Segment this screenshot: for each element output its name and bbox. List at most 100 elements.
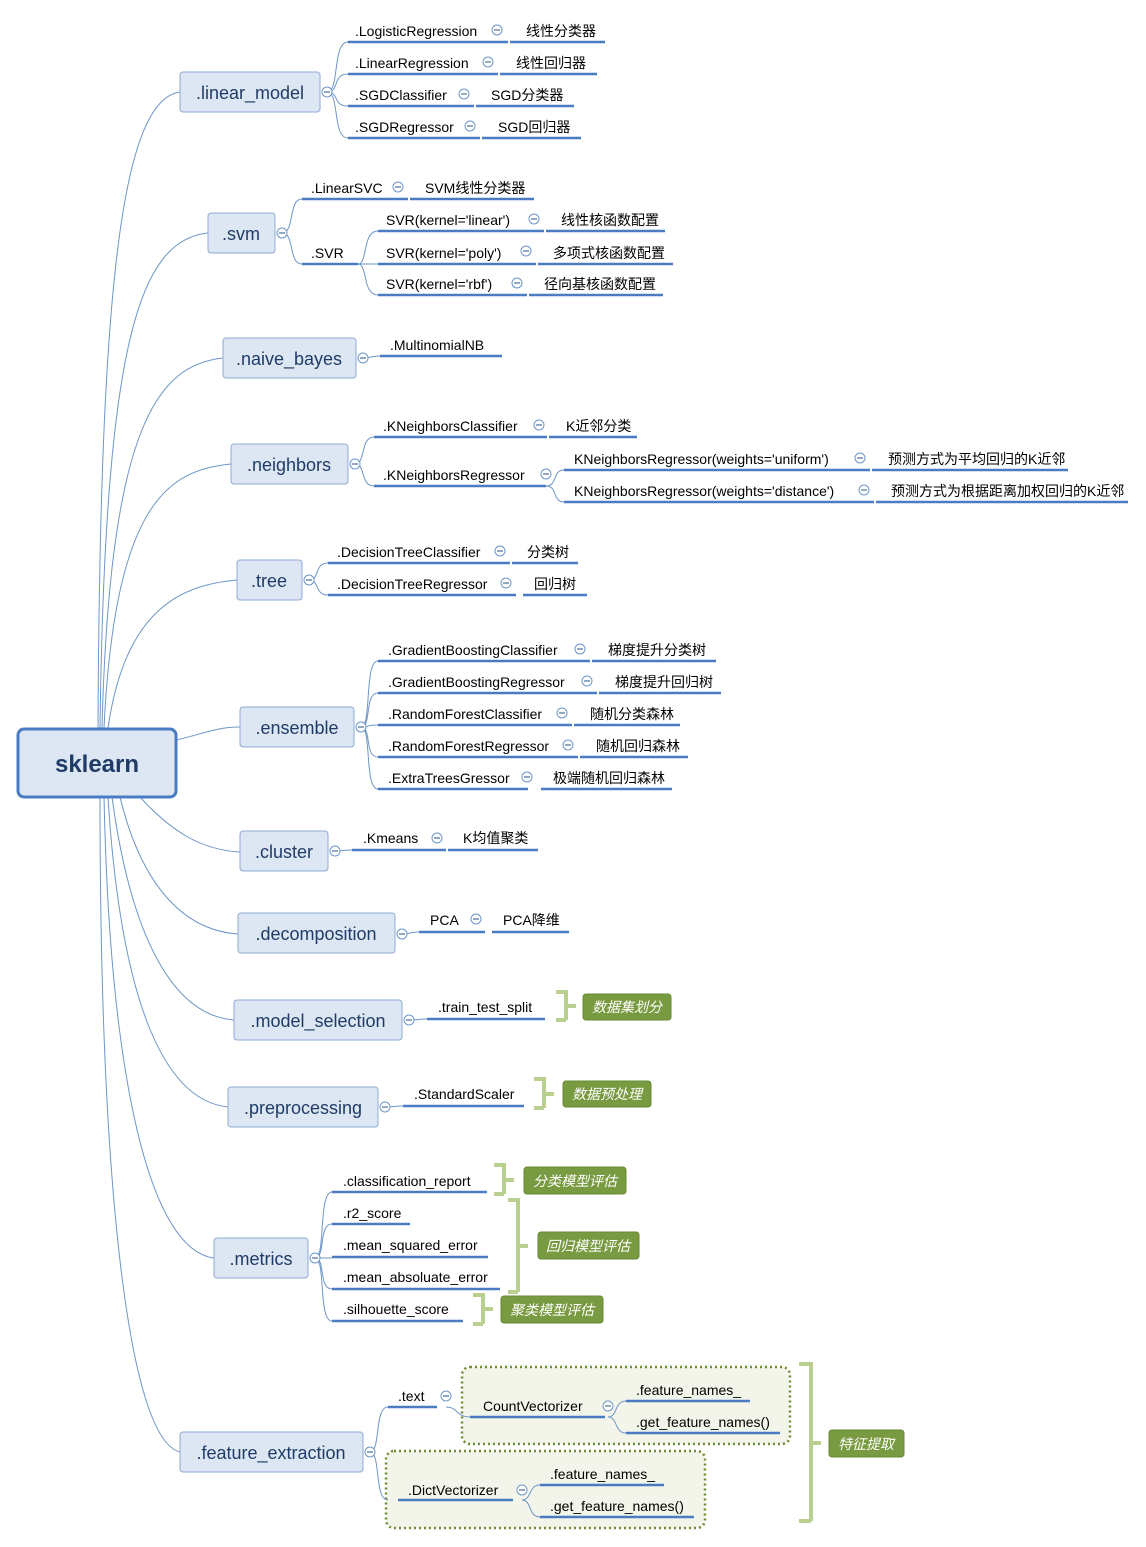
leaf-desc: K均值聚类 (463, 830, 528, 846)
collapse-icon[interactable] (431, 832, 443, 844)
collapse-icon[interactable] (482, 56, 494, 68)
summary-bracket (534, 1077, 554, 1110)
module-label: .linear_model (196, 83, 304, 104)
summary-tag-label: 回归模型评估 (546, 1239, 632, 1255)
module-label: .decomposition (255, 924, 376, 944)
branch-metrics: .metrics .classification_report .r2_scor… (213, 1163, 640, 1326)
branch-tree: .tree .DecisionTreeClassifier 分类树 .Decis… (236, 544, 587, 601)
summary-tag[interactable] (500, 1295, 604, 1324)
collapse-icon[interactable] (516, 1484, 528, 1496)
summary-tag-label: 特征提取 (838, 1437, 896, 1453)
summary-tag-label: 数据集划分 (592, 1000, 664, 1016)
module-node-metrics[interactable] (213, 1237, 309, 1279)
summary-tag-label: 分类模型评估 (533, 1174, 619, 1190)
collapse-icon[interactable] (396, 928, 408, 940)
summary-tag[interactable] (828, 1429, 905, 1458)
collapse-icon[interactable] (491, 24, 503, 36)
collapse-icon[interactable] (321, 86, 333, 98)
branch-model-selection: .model_selection .train_test_split 数据集划分 (233, 990, 672, 1041)
collapse-icon[interactable] (403, 1014, 415, 1026)
collapse-icon[interactable] (329, 845, 341, 857)
module-node-model-selection[interactable] (233, 999, 403, 1041)
module-node-linear-model[interactable] (179, 71, 321, 113)
module-node-svm[interactable] (207, 212, 276, 254)
collapse-icon[interactable] (276, 227, 288, 239)
collapse-icon[interactable] (521, 771, 533, 783)
root-node[interactable]: sklearn (16, 727, 178, 799)
leaf-label: .classification_report (343, 1173, 471, 1189)
collapse-icon[interactable] (364, 1446, 376, 1458)
module-node-naive-bayes[interactable] (222, 337, 357, 379)
leaf-label: .text (398, 1388, 425, 1404)
leaf-label: .train_test_split (438, 999, 532, 1015)
collapse-icon[interactable] (511, 277, 523, 289)
leaf-label: .mean_squared_error (343, 1237, 478, 1253)
leaf-label: .RandomForestClassifier (388, 706, 542, 722)
collapse-icon[interactable] (854, 452, 866, 464)
collapse-icon[interactable] (528, 213, 540, 225)
collapse-icon[interactable] (494, 545, 506, 557)
collapse-icon[interactable] (303, 574, 315, 586)
collapse-icon[interactable] (309, 1252, 321, 1264)
module-node-decomposition[interactable] (237, 912, 396, 954)
collapse-icon[interactable] (500, 577, 512, 589)
leaf-desc: K近邻分类 (566, 418, 631, 434)
collapse-icon[interactable] (392, 181, 404, 193)
leaf-label: .LogisticRegression (355, 23, 477, 39)
summary-tag[interactable] (523, 1166, 627, 1195)
collapse-icon[interactable] (470, 913, 482, 925)
leaf-label: .LinearRegression (355, 55, 469, 71)
module-node-preprocessing[interactable] (227, 1086, 379, 1128)
branch-neighbors: .neighbors .KNeighborsClassifier K近邻分类 .… (230, 418, 1128, 504)
leaf-label: .Kmeans (363, 830, 418, 846)
module-node-ensemble[interactable] (239, 706, 355, 748)
leaf-label: .mean_absoluate_error (343, 1269, 488, 1285)
leaf-label: .KNeighborsRegressor (383, 467, 525, 483)
module-label: .neighbors (247, 455, 331, 475)
leaf-label: SVR(kernel='poly') (386, 245, 501, 261)
collapse-icon[interactable] (520, 245, 532, 257)
leaf-desc: SGD分类器 (491, 87, 563, 103)
leaf-desc: 梯度提升回归树 (615, 674, 713, 690)
collapse-icon[interactable] (562, 739, 574, 751)
collapse-icon[interactable] (574, 643, 586, 655)
module-node-tree[interactable] (236, 559, 303, 601)
collapse-icon[interactable] (533, 419, 545, 431)
collapse-icon[interactable] (349, 458, 361, 470)
leaf-label: .get_feature_names() (550, 1498, 684, 1514)
leaf-label: .ExtraTreesGressor (388, 770, 510, 786)
summary-tag[interactable] (562, 1080, 652, 1108)
collapse-icon[interactable] (379, 1101, 391, 1113)
leaf-desc: 极端随机回归森林 (553, 770, 665, 786)
leaf-label: .GradientBoostingRegressor (388, 674, 565, 690)
collapse-icon[interactable] (357, 352, 369, 364)
module-label: .tree (251, 571, 287, 591)
module-node-feature-extraction[interactable] (179, 1431, 364, 1473)
leaf-label: .KNeighborsClassifier (383, 418, 518, 434)
summary-tag[interactable] (537, 1231, 640, 1260)
leaf-label: .DecisionTreeClassifier (337, 544, 481, 560)
collapse-icon[interactable] (355, 721, 367, 733)
leaf-label: .r2_score (343, 1205, 402, 1221)
module-node-neighbors[interactable] (230, 443, 349, 485)
collapse-icon[interactable] (581, 675, 593, 687)
branch-svm: .svm .LinearSVC SVM线性分类器 .SVR SVR(kernel… (207, 180, 673, 297)
collapse-icon[interactable] (602, 1400, 614, 1412)
summary-bracket (799, 1362, 821, 1523)
leaf-label: .SGDRegressor (355, 119, 454, 135)
summary-bracket (556, 990, 576, 1022)
module-node-cluster[interactable] (239, 830, 329, 872)
leaf-desc: 回归树 (534, 576, 576, 592)
collapse-icon[interactable] (464, 120, 476, 132)
collapse-icon[interactable] (458, 88, 470, 100)
collapse-icon[interactable] (858, 484, 870, 496)
collapse-icon[interactable] (440, 1390, 452, 1402)
collapse-icon[interactable] (556, 707, 568, 719)
collapse-icon[interactable] (540, 468, 552, 480)
branch-feature-extraction: .feature_extraction .text CountVectorize… (179, 1362, 905, 1530)
leaf-label: KNeighborsRegressor(weights='uniform') (574, 451, 829, 467)
summary-tag[interactable] (582, 993, 672, 1021)
leaf-desc: 线性核函数配置 (561, 212, 659, 228)
leaf-label: CountVectorizer (483, 1398, 583, 1414)
leaf-label: .GradientBoostingClassifier (388, 642, 558, 658)
